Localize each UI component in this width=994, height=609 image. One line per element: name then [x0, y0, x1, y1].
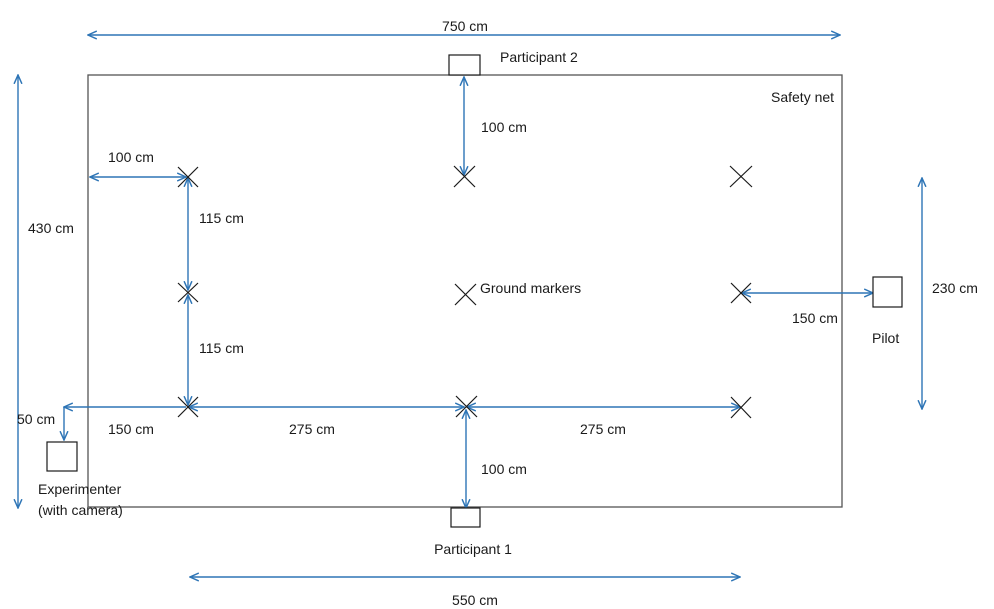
pilot-box — [872, 276, 903, 308]
pilot-width-label: 230 cm — [932, 280, 978, 296]
experimenter-note-label: (with camera) — [38, 502, 123, 518]
participant1-distance-label: 100 cm — [481, 461, 527, 477]
upper-spacing-label: 115 cm — [199, 210, 244, 226]
ground-marker — [454, 283, 477, 306]
ground-marker — [177, 166, 199, 188]
safety-net-frame — [87, 74, 843, 508]
right-span-label: 275 cm — [580, 421, 626, 437]
participant1-label: Participant 1 — [434, 541, 512, 557]
width-total-label: 750 cm — [442, 18, 488, 34]
ground-marker — [455, 395, 478, 418]
experimenter-label: Experimenter — [38, 481, 122, 497]
ground-marker — [730, 396, 752, 419]
height-total-label: 430 cm — [28, 220, 74, 236]
experimenter-box — [46, 441, 78, 472]
left-span-label: 275 cm — [289, 421, 335, 437]
participant2-box — [448, 54, 481, 76]
ground-marker — [730, 282, 752, 304]
participant2-distance-label: 100 cm — [481, 119, 527, 135]
pilot-label: Pilot — [872, 330, 899, 346]
left-offset-label: 100 cm — [108, 149, 154, 165]
pilot-distance-label: 150 cm — [792, 310, 838, 326]
ground-marker — [453, 165, 476, 188]
participant1-box — [450, 507, 481, 528]
ground-marker — [177, 396, 199, 418]
participant2-label: Participant 2 — [500, 49, 578, 65]
ground-marker — [177, 282, 199, 303]
ground-marker — [729, 165, 753, 188]
lower-spacing-label: 115 cm — [199, 340, 244, 356]
safety-net-label: Safety net — [771, 89, 834, 105]
experimenter-horizontal-label: 150 cm — [108, 421, 154, 437]
marker-width-label: 550 cm — [452, 592, 498, 608]
ground-markers-label: Ground markers — [480, 280, 581, 296]
experimenter-vertical-label: 50 cm — [17, 411, 55, 427]
